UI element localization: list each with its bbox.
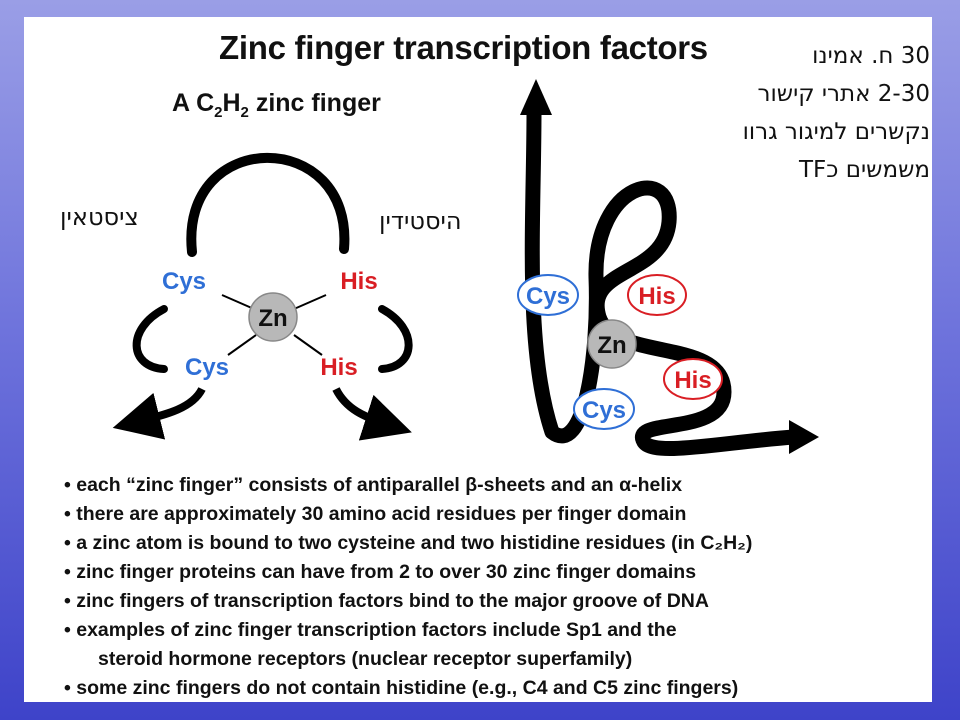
zinc-finger-ribbon: Cys Cys His His Zn <box>517 79 819 456</box>
slide-canvas: Zinc finger transcription factors A C2H2… <box>24 17 932 702</box>
bullet-list: • each “zinc finger” consists of antipar… <box>64 471 924 703</box>
his-label-top: His <box>340 268 377 295</box>
cys-label-bottom: Cys <box>185 354 229 381</box>
bullet-item: • some zinc fingers do not contain histi… <box>64 677 739 699</box>
his-bubble-1 <box>627 274 687 316</box>
c2h2-schematic: Zn Cys Cys His His <box>112 153 413 441</box>
ribbon-end-arrow <box>789 420 819 454</box>
cys-bubble-1 <box>517 274 579 316</box>
right-side-loop <box>378 305 413 373</box>
cys-bubble-2-label: Cys <box>582 397 626 424</box>
bullet-item: • a zinc atom is bound to two cysteine a… <box>64 532 753 554</box>
his-bubble-2 <box>663 358 723 400</box>
finger-loop <box>186 153 350 257</box>
slide-title: Zinc finger transcription factors <box>219 29 708 66</box>
zinc-atom <box>248 292 298 342</box>
cys-label-top: Cys <box>162 268 206 295</box>
hebrew-label-cysteine: ציסטאין <box>60 203 139 231</box>
his-label-bottom: His <box>320 354 357 381</box>
cys-bubble-1-label: Cys <box>526 283 570 310</box>
left-side-loop <box>132 305 168 373</box>
right-tail-arrow <box>332 387 412 441</box>
his-bubble-2-label: His <box>674 367 711 394</box>
bullet-item: • examples of zinc finger transcription … <box>64 619 677 641</box>
hebrew-note-2: 2-30 אתרי קישור <box>757 81 930 107</box>
coordination-bonds <box>221 294 327 356</box>
hebrew-note-1: 30 ח. אמינו <box>812 43 930 69</box>
zinc-label: Zn <box>258 305 287 332</box>
ribbon-zinc-label: Zn <box>597 332 626 359</box>
ribbon-top-arrow <box>520 79 552 115</box>
bullet-item: • each “zinc finger” consists of antipar… <box>64 474 683 496</box>
bullet-item: • zinc fingers of transcription factors … <box>64 590 709 612</box>
diagram-subtitle: A C2H2 zinc finger <box>172 89 381 121</box>
hebrew-notes: 30 ח. אמינו 2-30 אתרי קישור נקשרים למיגו… <box>743 37 930 189</box>
bullet-item: • zinc finger proteins can have from 2 t… <box>64 561 697 583</box>
cys-bubble-2 <box>573 388 635 430</box>
ribbon-strand <box>524 104 802 456</box>
bullet-item: • there are approximately 30 amino acid … <box>64 503 687 525</box>
left-tail-arrow <box>112 386 206 440</box>
hebrew-note-3: נקשרים למיגור גרוו <box>742 119 930 145</box>
zinc-finger-diagram: Zn Cys Cys His His Cys Cys His His Zn <box>112 79 819 456</box>
hebrew-label-histidine: היסטידין <box>379 207 462 235</box>
hebrew-note-4: משמשים כTF <box>799 157 930 183</box>
his-bubble-1-label: His <box>638 283 675 310</box>
bullet-item-continuation: steroid hormone receptors (nuclear recep… <box>98 648 633 670</box>
ribbon-zinc-atom <box>587 319 637 369</box>
